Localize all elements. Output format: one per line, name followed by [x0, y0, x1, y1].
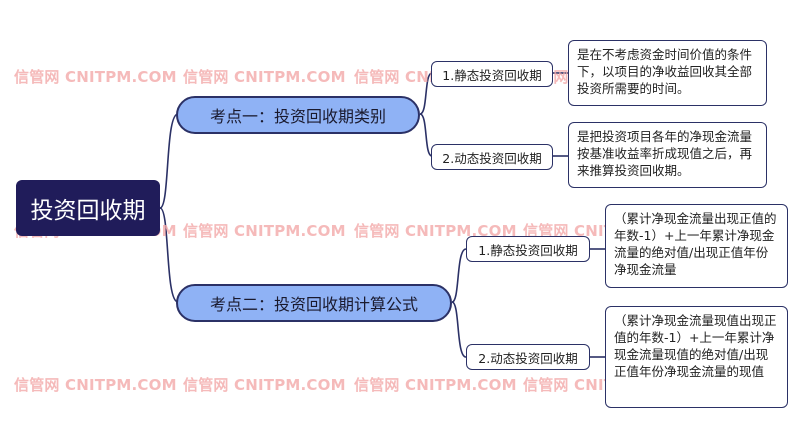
line-topic1-sub1: [419, 72, 433, 115]
topic-node-2[interactable]: 考点二：投资回收期计算公式: [176, 284, 452, 322]
topic-node-1[interactable]: 考点一：投资回收期类别: [176, 96, 420, 134]
line-topic2-sub2: [451, 301, 467, 358]
line-root-topic2: [159, 207, 179, 303]
subtopic-node-1-2[interactable]: 2.动态投资回收期: [431, 144, 553, 170]
subtopic-node-2-2[interactable]: 2.动态投资回收期: [466, 344, 590, 370]
description-node-1-2: 是把投资项目各年的净现金流量按基准收益率折成现值之后，再来推算投资回收期。: [568, 122, 767, 188]
line-root-topic1: [159, 113, 179, 209]
line-topic1-sub2: [419, 113, 433, 157]
description-node-2-1: （累计净现金流量出现正值的年数-1）+上一年累计净现金流量的绝对值/出现正值年份…: [605, 204, 788, 288]
description-node-1-1: 是在不考虑资金时间价值的条件下，以项目的净收益回收其全部投资所需要的时间。: [568, 40, 767, 106]
root-node[interactable]: 投资回收期: [16, 180, 160, 236]
line-topic2-sub1: [451, 248, 467, 303]
description-node-2-2: （累计净现金流量现值出现正值的年数-1）+上一年累计净现金流量现值的绝对值/出现…: [605, 306, 788, 408]
subtopic-node-1-1[interactable]: 1.静态投资回收期: [431, 61, 553, 87]
subtopic-node-2-1[interactable]: 1.静态投资回收期: [466, 236, 590, 262]
